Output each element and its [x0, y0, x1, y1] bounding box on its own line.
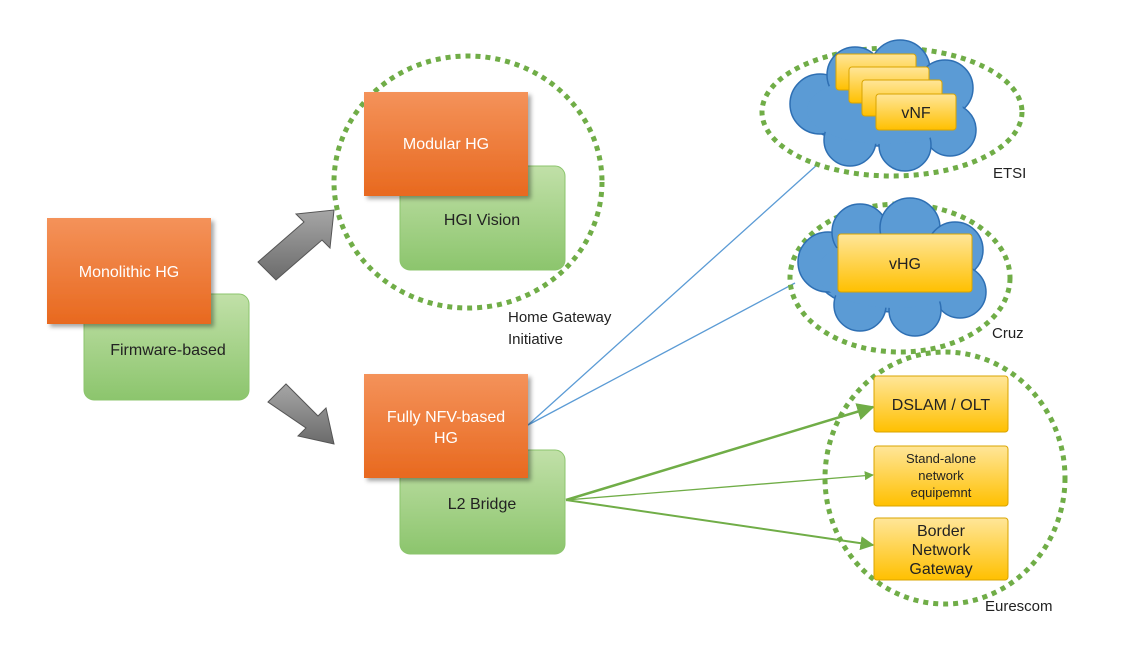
hgi-vision-label: HGI Vision [444, 212, 520, 229]
monolithic-hg-box[interactable]: Monolithic HG [47, 218, 211, 324]
vnf-label: vNF [901, 105, 931, 122]
vnf-box[interactable]: vNF [875, 93, 957, 131]
connector-l2-to-dslam [565, 403, 875, 502]
arrow-down-right-icon [267, 383, 335, 445]
vhg-box[interactable]: vHG [837, 233, 973, 293]
fully-nfv-hg-line2: HG [434, 430, 458, 447]
hgi-group-outline [331, 53, 605, 311]
cruz-label: Cruz [992, 325, 1024, 342]
hgi-label-line1: Home Gateway [508, 309, 612, 326]
eurescom-group-outline [822, 349, 1068, 607]
modular-hg-box[interactable]: Modular HG [364, 92, 528, 196]
standalone-line2: network [918, 468, 964, 483]
dslam-olt-label: DSLAM / OLT [892, 397, 991, 414]
cruz-group-outline [787, 201, 1013, 355]
monolithic-hg-label: Monolithic HG [79, 264, 179, 281]
border-gateway-box[interactable]: Border Network Gateway [873, 517, 1009, 581]
vhg-label: vHG [889, 256, 921, 273]
dslam-olt-box[interactable]: DSLAM / OLT [873, 375, 1009, 433]
modular-hg-label: Modular HG [403, 136, 489, 153]
eurescom-label: Eurescom [985, 598, 1053, 615]
connector-nfv-to-cruz [527, 282, 796, 426]
standalone-line3: equipemnt [911, 485, 972, 500]
vnf-stack: vNF [835, 53, 957, 131]
fully-nfv-hg-line1: Fully NFV-based [387, 409, 505, 426]
hgi-label-line2: Initiative [508, 331, 563, 348]
etsi-label: ETSI [993, 165, 1026, 182]
l2-bridge-label: L2 Bridge [448, 496, 517, 513]
connector-nfv-to-etsi [527, 163, 819, 426]
standalone-line1: Stand-alone [906, 451, 976, 466]
border-line3: Gateway [909, 561, 972, 578]
border-line1: Border [917, 523, 966, 540]
border-line2: Network [912, 542, 972, 559]
firmware-based-label: Firmware-based [110, 342, 226, 359]
connector-l2-to-border [565, 499, 875, 551]
connector-l2-to-standalone [565, 471, 874, 501]
fully-nfv-hg-box[interactable]: Fully NFV-based HG [364, 374, 528, 478]
arrow-up-right-icon [257, 209, 335, 281]
standalone-equipment-box[interactable]: Stand-alone network equipemnt [873, 445, 1009, 507]
